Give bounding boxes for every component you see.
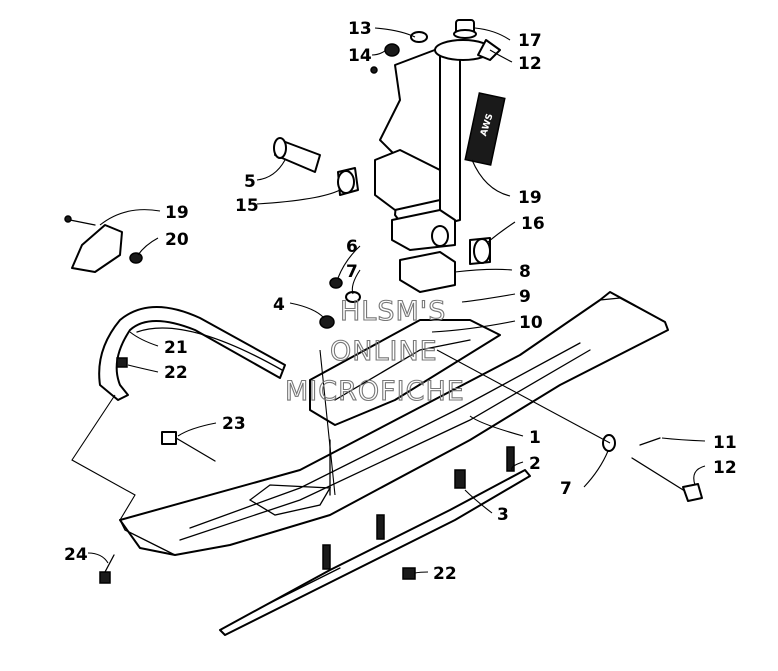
callout-16-right: 16 bbox=[521, 214, 545, 234]
callout-21: 21 bbox=[164, 338, 188, 358]
part-14-washer bbox=[410, 31, 428, 43]
part-23-bolt bbox=[161, 431, 216, 462]
callout-19: 19 bbox=[165, 203, 189, 223]
callout-14: 13 bbox=[348, 19, 372, 39]
callout-11: 11 bbox=[713, 433, 737, 453]
part-15-nut bbox=[384, 43, 400, 57]
callout-9: 9 bbox=[519, 287, 531, 307]
part-21-loop bbox=[98, 306, 286, 401]
part-22-nut-lower bbox=[402, 567, 416, 580]
part-16-bushing-left bbox=[337, 167, 359, 196]
part-19-bracket bbox=[64, 215, 123, 273]
callout-15: 14 bbox=[348, 46, 372, 66]
part-17-cap bbox=[453, 19, 477, 39]
callout-7-lower: 7 bbox=[560, 479, 572, 499]
part-16-bushing-right bbox=[469, 237, 491, 265]
wear-bar bbox=[219, 446, 531, 636]
callout-16-left: 15 bbox=[235, 196, 259, 216]
callout-7-upper: 7 bbox=[346, 262, 358, 282]
callout-18: 19 bbox=[518, 188, 542, 208]
callout-2: 2 bbox=[529, 454, 541, 474]
callout-3: 3 bbox=[497, 505, 509, 525]
callout-22-lower: 22 bbox=[433, 564, 457, 584]
part-22-nut-upper bbox=[116, 357, 128, 368]
callout-4: 4 bbox=[273, 295, 285, 315]
watermark-line-2: ONLINE bbox=[330, 336, 438, 367]
pivot-block bbox=[391, 209, 456, 251]
callout-5: 5 bbox=[244, 172, 256, 192]
watermark-line-3: MICROFICHE bbox=[285, 376, 465, 407]
part-9-bracket bbox=[309, 319, 501, 426]
part-24-bolt bbox=[99, 554, 115, 584]
part-12-bolt bbox=[631, 457, 703, 502]
watermark: HLSM'S ONLINE MICROFICHE bbox=[284, 295, 465, 407]
callout-24: 24 bbox=[64, 545, 88, 565]
callout-1: 1 bbox=[529, 428, 541, 448]
part-20-nut bbox=[129, 252, 143, 264]
part-11-pin bbox=[639, 437, 661, 446]
callout-leaders bbox=[87, 27, 706, 574]
part-8-saddle bbox=[399, 251, 456, 293]
callout-labels: 13 14 17 12 19 5 15 16 19 20 6 7 8 4 9 1… bbox=[64, 19, 737, 584]
callout-8: 8 bbox=[519, 262, 531, 282]
callout-12: 12 bbox=[713, 458, 737, 478]
ski bbox=[119, 291, 669, 556]
callout-22-upper: 22 bbox=[164, 363, 188, 383]
watermark-line-1: HLSM'S bbox=[340, 296, 446, 327]
part-6-nut bbox=[329, 277, 343, 289]
callout-13: 12 bbox=[518, 54, 542, 74]
callout-23: 23 bbox=[222, 414, 246, 434]
callout-6: 6 bbox=[346, 237, 358, 257]
part-5-pin bbox=[273, 137, 321, 173]
callout-20: 20 bbox=[165, 230, 189, 250]
part-4-nut bbox=[319, 315, 335, 329]
callout-17: 17 bbox=[518, 31, 542, 51]
spindle: AWS bbox=[374, 39, 506, 236]
callout-10: 10 bbox=[519, 313, 543, 333]
